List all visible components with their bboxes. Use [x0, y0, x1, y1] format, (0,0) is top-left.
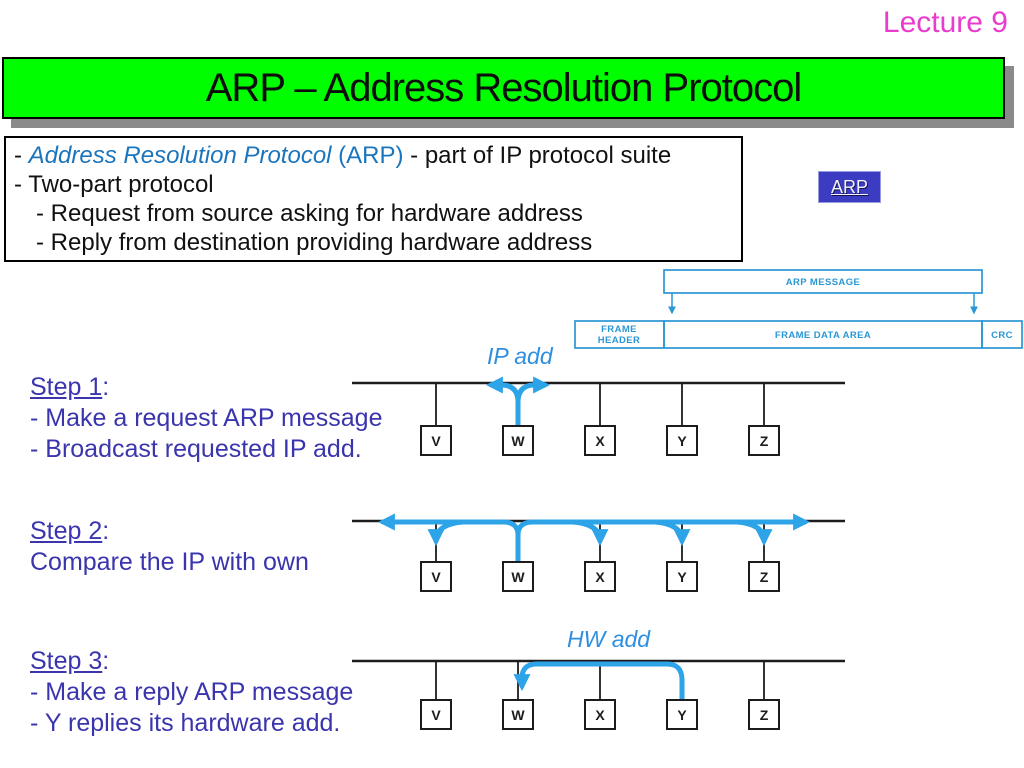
node-label-z: Z: [760, 433, 769, 449]
intro-line-2: - Two-part protocol: [14, 171, 214, 198]
node-label-v: V: [431, 707, 441, 723]
intro-line-4: - Reply from destination providing hardw…: [36, 229, 593, 256]
node-box-v: [420, 561, 452, 592]
step-2-title: Step 2: [30, 517, 103, 545]
node-label-v: V: [431, 433, 441, 449]
node-box-x: [584, 425, 616, 456]
step-2-heading: Step 2:: [30, 516, 309, 547]
node-box-v: [420, 425, 452, 456]
intro-line-1-rest: - part of IP protocol suite: [403, 142, 672, 169]
slide-title: ARP – Address Resolution Protocol: [205, 65, 802, 110]
node-label-x: X: [595, 569, 605, 585]
arp-badge: ARP: [818, 171, 881, 203]
arrow-into-y-icon: [652, 519, 691, 547]
lecture-label: Lecture 9: [882, 6, 1008, 39]
crc-label: CRC: [991, 330, 1013, 341]
step-1-line-1: - Make a request ARP message: [30, 404, 383, 432]
step-1-title: Step 1: [30, 373, 103, 401]
node-box-z: [748, 561, 780, 592]
step-1-line-2: - Broadcast requested IP add.: [30, 435, 362, 463]
node-box-x: [584, 561, 616, 592]
node-box-w: [502, 425, 534, 456]
step-3-block: Step 3: - Make a reply ARP message - Y r…: [30, 646, 353, 739]
arp-badge-label: ARP: [830, 176, 868, 197]
node-box-y: [666, 699, 698, 730]
step-3-title: Step 3: [30, 647, 103, 675]
frame-format-diagram: ARP MESSAGE FRAME HEADER FRAME DATA AREA…: [574, 269, 1023, 349]
crc-box: [981, 320, 1023, 349]
ip-add-label: IP add: [487, 343, 553, 369]
request-arrow-left-icon: [485, 376, 521, 431]
hw-add-label: HW add: [567, 626, 651, 652]
arrow-into-x-icon: [570, 519, 609, 547]
slide-title-banner: ARP – Address Resolution Protocol: [2, 57, 1005, 119]
broadcast-arrow-right-icon: [515, 513, 811, 564]
node-box-z: [748, 699, 780, 730]
network-diagram-step2: V W X Y Z: [352, 513, 845, 592]
reply-arrow-y-to-w-icon: [513, 661, 685, 705]
broadcast-arrow-left-icon: [377, 513, 521, 564]
step-1-block: Step 1: - Make a request ARP message - B…: [30, 372, 383, 465]
node-label-z: Z: [760, 707, 769, 723]
arrow-into-z-icon: [734, 519, 773, 547]
node-box-y: [666, 425, 698, 456]
intro-line-1-term: Address Resolution Protocol: [28, 142, 332, 169]
node-box-w: [502, 561, 534, 592]
node-label-y: Y: [677, 569, 687, 585]
arp-message-label: ARP MESSAGE: [786, 277, 860, 288]
step-3-colon: :: [102, 647, 110, 675]
node-box-w: [502, 699, 534, 730]
frame-header-label-line2: HEADER: [598, 335, 641, 346]
intro-line-1: - Address Resolution Protocol (ARP) - pa…: [14, 141, 731, 170]
node-box-z: [748, 425, 780, 456]
intro-box: - Address Resolution Protocol (ARP) - pa…: [4, 136, 743, 262]
request-arrow-right-icon: [515, 376, 551, 431]
node-label-w: W: [511, 569, 525, 585]
intro-line-1-dash: -: [14, 142, 29, 169]
step-2-line-1: Compare the IP with own: [30, 548, 309, 576]
step-1-colon: :: [102, 373, 110, 401]
node-label-w: W: [511, 433, 525, 449]
node-label-v: V: [431, 569, 441, 585]
node-label-x: X: [595, 707, 605, 723]
node-label-x: X: [595, 433, 605, 449]
network-diagram-step1: V W X Y Z: [352, 376, 845, 456]
step-1-heading: Step 1:: [30, 372, 383, 403]
intro-line-1-arp: (ARP): [331, 142, 404, 169]
node-label-z: Z: [760, 569, 769, 585]
intro-line-3: - Request from source asking for hardwar…: [36, 200, 583, 227]
step-2-colon: :: [102, 517, 110, 545]
node-label-y: Y: [677, 433, 687, 449]
node-label-y: Y: [677, 707, 687, 723]
node-box-v: [420, 699, 452, 730]
frame-data-area-label: FRAME DATA AREA: [775, 330, 871, 341]
arrow-into-v-icon: [427, 519, 466, 547]
step-3-line-1: - Make a reply ARP message: [30, 678, 354, 706]
step-3-heading: Step 3:: [30, 646, 353, 677]
node-box-y: [666, 561, 698, 592]
node-label-w: W: [511, 707, 525, 723]
arp-message-box: [663, 269, 983, 294]
step-2-block: Step 2: Compare the IP with own: [30, 516, 309, 578]
node-box-x: [584, 699, 616, 730]
network-diagram-step3: V W X Y Z: [352, 659, 845, 730]
frame-header-label-line1: FRAME: [601, 324, 637, 335]
step-3-line-2: - Y replies its hardware add.: [30, 709, 341, 737]
